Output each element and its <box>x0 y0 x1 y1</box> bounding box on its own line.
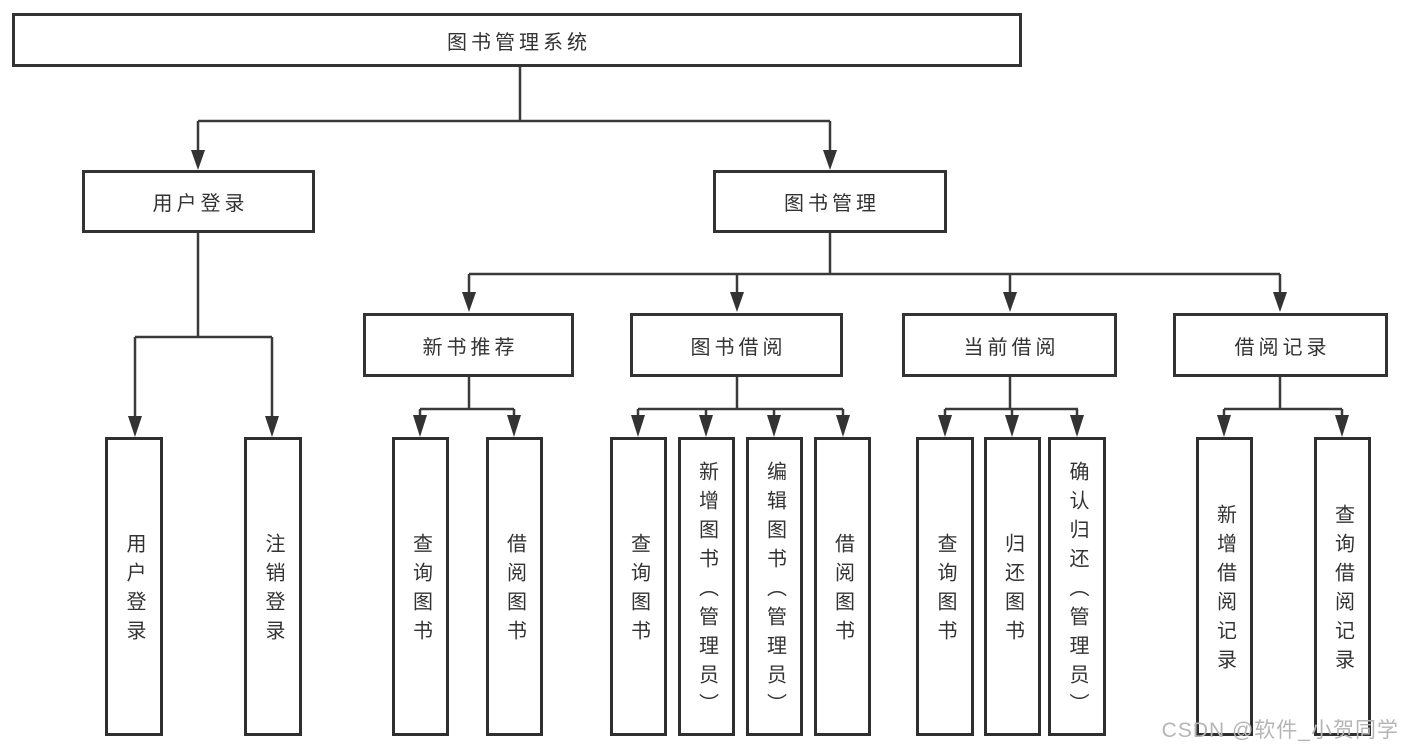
leaf-borrow-books-recommend: 借阅图书 <box>486 437 543 736</box>
leaf-return-book-label: 归还图书 <box>1001 533 1024 649</box>
leaf-add-book-admin-label: 新增图书（管理员） <box>695 460 718 722</box>
leaf-add-book-admin: 新增图书（管理员） <box>678 437 735 736</box>
leaf-borrow-books-recommend-label: 借阅图书 <box>503 533 526 649</box>
leaf-query-borrow-record: 查询借阅记录 <box>1314 437 1371 736</box>
leaf-confirm-return-admin-label: 确认归还（管理员） <box>1066 460 1088 722</box>
node-user-login: 用户登录 <box>82 170 315 233</box>
watermark: CSDN @软件_小贺同学 <box>1161 719 1399 742</box>
leaf-edit-book-admin: 编辑图书（管理员） <box>746 437 803 736</box>
leaf-borrow-books-2: 借阅图书 <box>814 437 871 736</box>
leaf-add-borrow-record: 新增借阅记录 <box>1196 437 1253 736</box>
leaf-query-books-recommend: 查询图书 <box>392 437 449 736</box>
leaf-query-books-borrow-label: 查询图书 <box>627 533 650 649</box>
arrowheads <box>128 150 1349 437</box>
node-current-borrow: 当前借阅 <box>902 313 1117 377</box>
leaf-query-books-current-label: 查询图书 <box>934 533 956 649</box>
node-new-book-recommend: 新书推荐 <box>363 313 574 377</box>
node-library-system: 图书管理系统 <box>12 13 1022 67</box>
leaf-edit-book-admin-label: 编辑图书（管理员） <box>763 460 786 722</box>
leaf-query-borrow-record-label: 查询借阅记录 <box>1331 504 1354 678</box>
leaf-user-login-label: 用户登录 <box>123 533 145 649</box>
leaf-borrow-books-2-label: 借阅图书 <box>831 533 854 649</box>
leaf-query-books-borrow: 查询图书 <box>610 437 667 736</box>
leaf-logout: 注销登录 <box>244 437 302 736</box>
node-book-management: 图书管理 <box>713 170 947 233</box>
leaf-user-login: 用户登录 <box>105 437 163 736</box>
leaf-add-borrow-record-label: 新增借阅记录 <box>1213 504 1236 678</box>
leaf-logout-label: 注销登录 <box>262 533 284 649</box>
node-borrow-records: 借阅记录 <box>1173 313 1388 377</box>
leaf-confirm-return-admin: 确认归还（管理员） <box>1048 437 1106 736</box>
leaf-return-book: 归还图书 <box>984 437 1041 736</box>
leaf-query-books-recommend-label: 查询图书 <box>409 533 432 649</box>
leaf-query-books-current: 查询图书 <box>916 437 974 736</box>
node-book-borrow: 图书借阅 <box>630 313 843 377</box>
